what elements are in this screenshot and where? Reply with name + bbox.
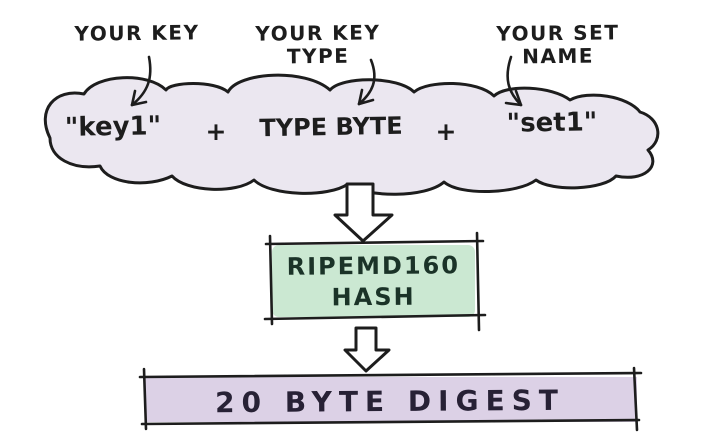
key-literal: "key1": [64, 111, 162, 143]
digest-box-label: 20 BYTE DIGEST: [214, 383, 566, 420]
down-block-arrow-1-icon: [333, 182, 394, 243]
type-byte-label: TYPE BYTE: [259, 111, 403, 143]
arrow-your-key-icon: [130, 55, 152, 107]
hash-box-shape: [263, 231, 487, 332]
your-key-label: YOUR KEY: [74, 20, 200, 46]
your-set-name-line1: YOUR SET: [496, 20, 620, 46]
plus-sign-2: +: [435, 117, 457, 146]
your-key-type-line2: TYPE: [286, 43, 350, 69]
input-cloud-shape: [43, 73, 660, 196]
your-set-name-label: YOUR SET NAME: [478, 20, 638, 69]
hash-box-line2: HASH: [331, 282, 416, 312]
arrow-your-set-name-icon: [504, 55, 523, 107]
your-key-type-line1: YOUR KEY: [255, 20, 381, 46]
down-block-arrow-2-icon: [343, 326, 391, 373]
digest-box-shape: [138, 366, 643, 432]
plus-sign-1: +: [205, 117, 227, 146]
set-literal: "set1": [506, 107, 598, 139]
hash-box-line1: RIPEMD160: [286, 251, 461, 281]
your-key-type-label: YOUR KEY TYPE: [238, 20, 398, 69]
hash-box-label: RIPEMD160 HASH: [276, 250, 472, 314]
your-set-name-line2: NAME: [522, 43, 595, 69]
arrow-your-key-type-icon: [357, 58, 376, 106]
